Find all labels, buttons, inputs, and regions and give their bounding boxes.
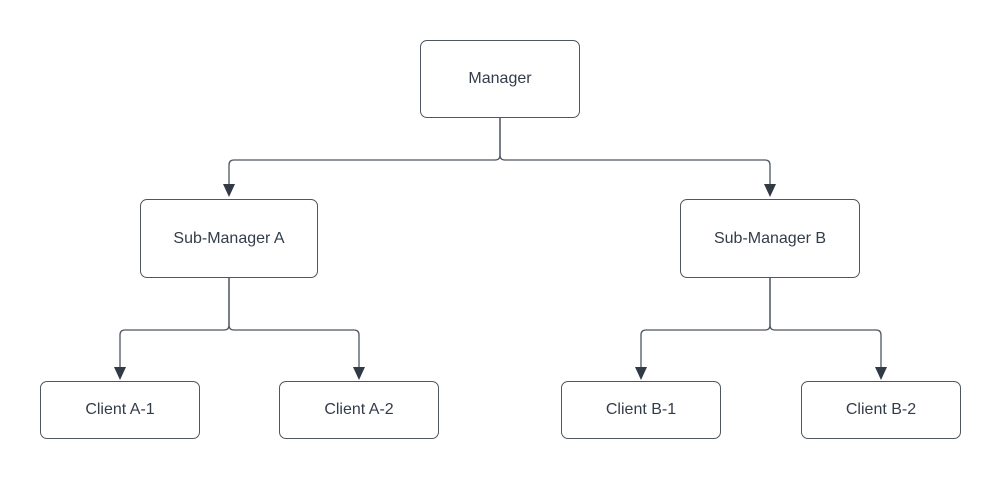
edge-manager-to-sub-manager-a (228, 118, 501, 185)
edge-manager-to-sub-manager-b (499, 118, 771, 185)
node-client-a1-label: Client A-1 (85, 401, 155, 418)
arrowhead-sub-manager-a (223, 184, 235, 197)
arrowhead-client-b2 (875, 367, 887, 380)
node-sub-manager-b-label: Sub-Manager B (713, 229, 827, 247)
node-manager-label: Manager (468, 70, 532, 87)
edge-sub-manager-b-to-client-b2 (769, 278, 882, 368)
arrowhead-client-a2 (353, 367, 365, 380)
node-client-b2: Client B-2 (801, 381, 961, 439)
edge-sub-manager-b-to-client-b1 (640, 278, 771, 368)
node-client-b1: Client B-1 (561, 381, 721, 439)
node-client-a2-label: Client A-2 (324, 401, 394, 418)
node-manager: Manager (420, 40, 580, 118)
edge-sub-manager-a-to-client-a2 (228, 278, 360, 368)
node-sub-manager-b: Sub-Manager B (680, 199, 860, 278)
node-sub-manager-a-label: Sub-Manager A (173, 229, 285, 247)
arrowhead-client-a1 (114, 367, 126, 380)
edge-sub-manager-a-to-client-a1 (119, 278, 230, 368)
arrowhead-sub-manager-b (764, 184, 776, 197)
node-client-a2: Client A-2 (279, 381, 439, 439)
node-client-b1-label: Client B-1 (605, 401, 677, 418)
arrowhead-client-b1 (635, 367, 647, 380)
node-client-b2-label: Client B-2 (845, 401, 917, 418)
node-sub-manager-a: Sub-Manager A (140, 199, 318, 278)
node-client-a1: Client A-1 (40, 381, 200, 439)
